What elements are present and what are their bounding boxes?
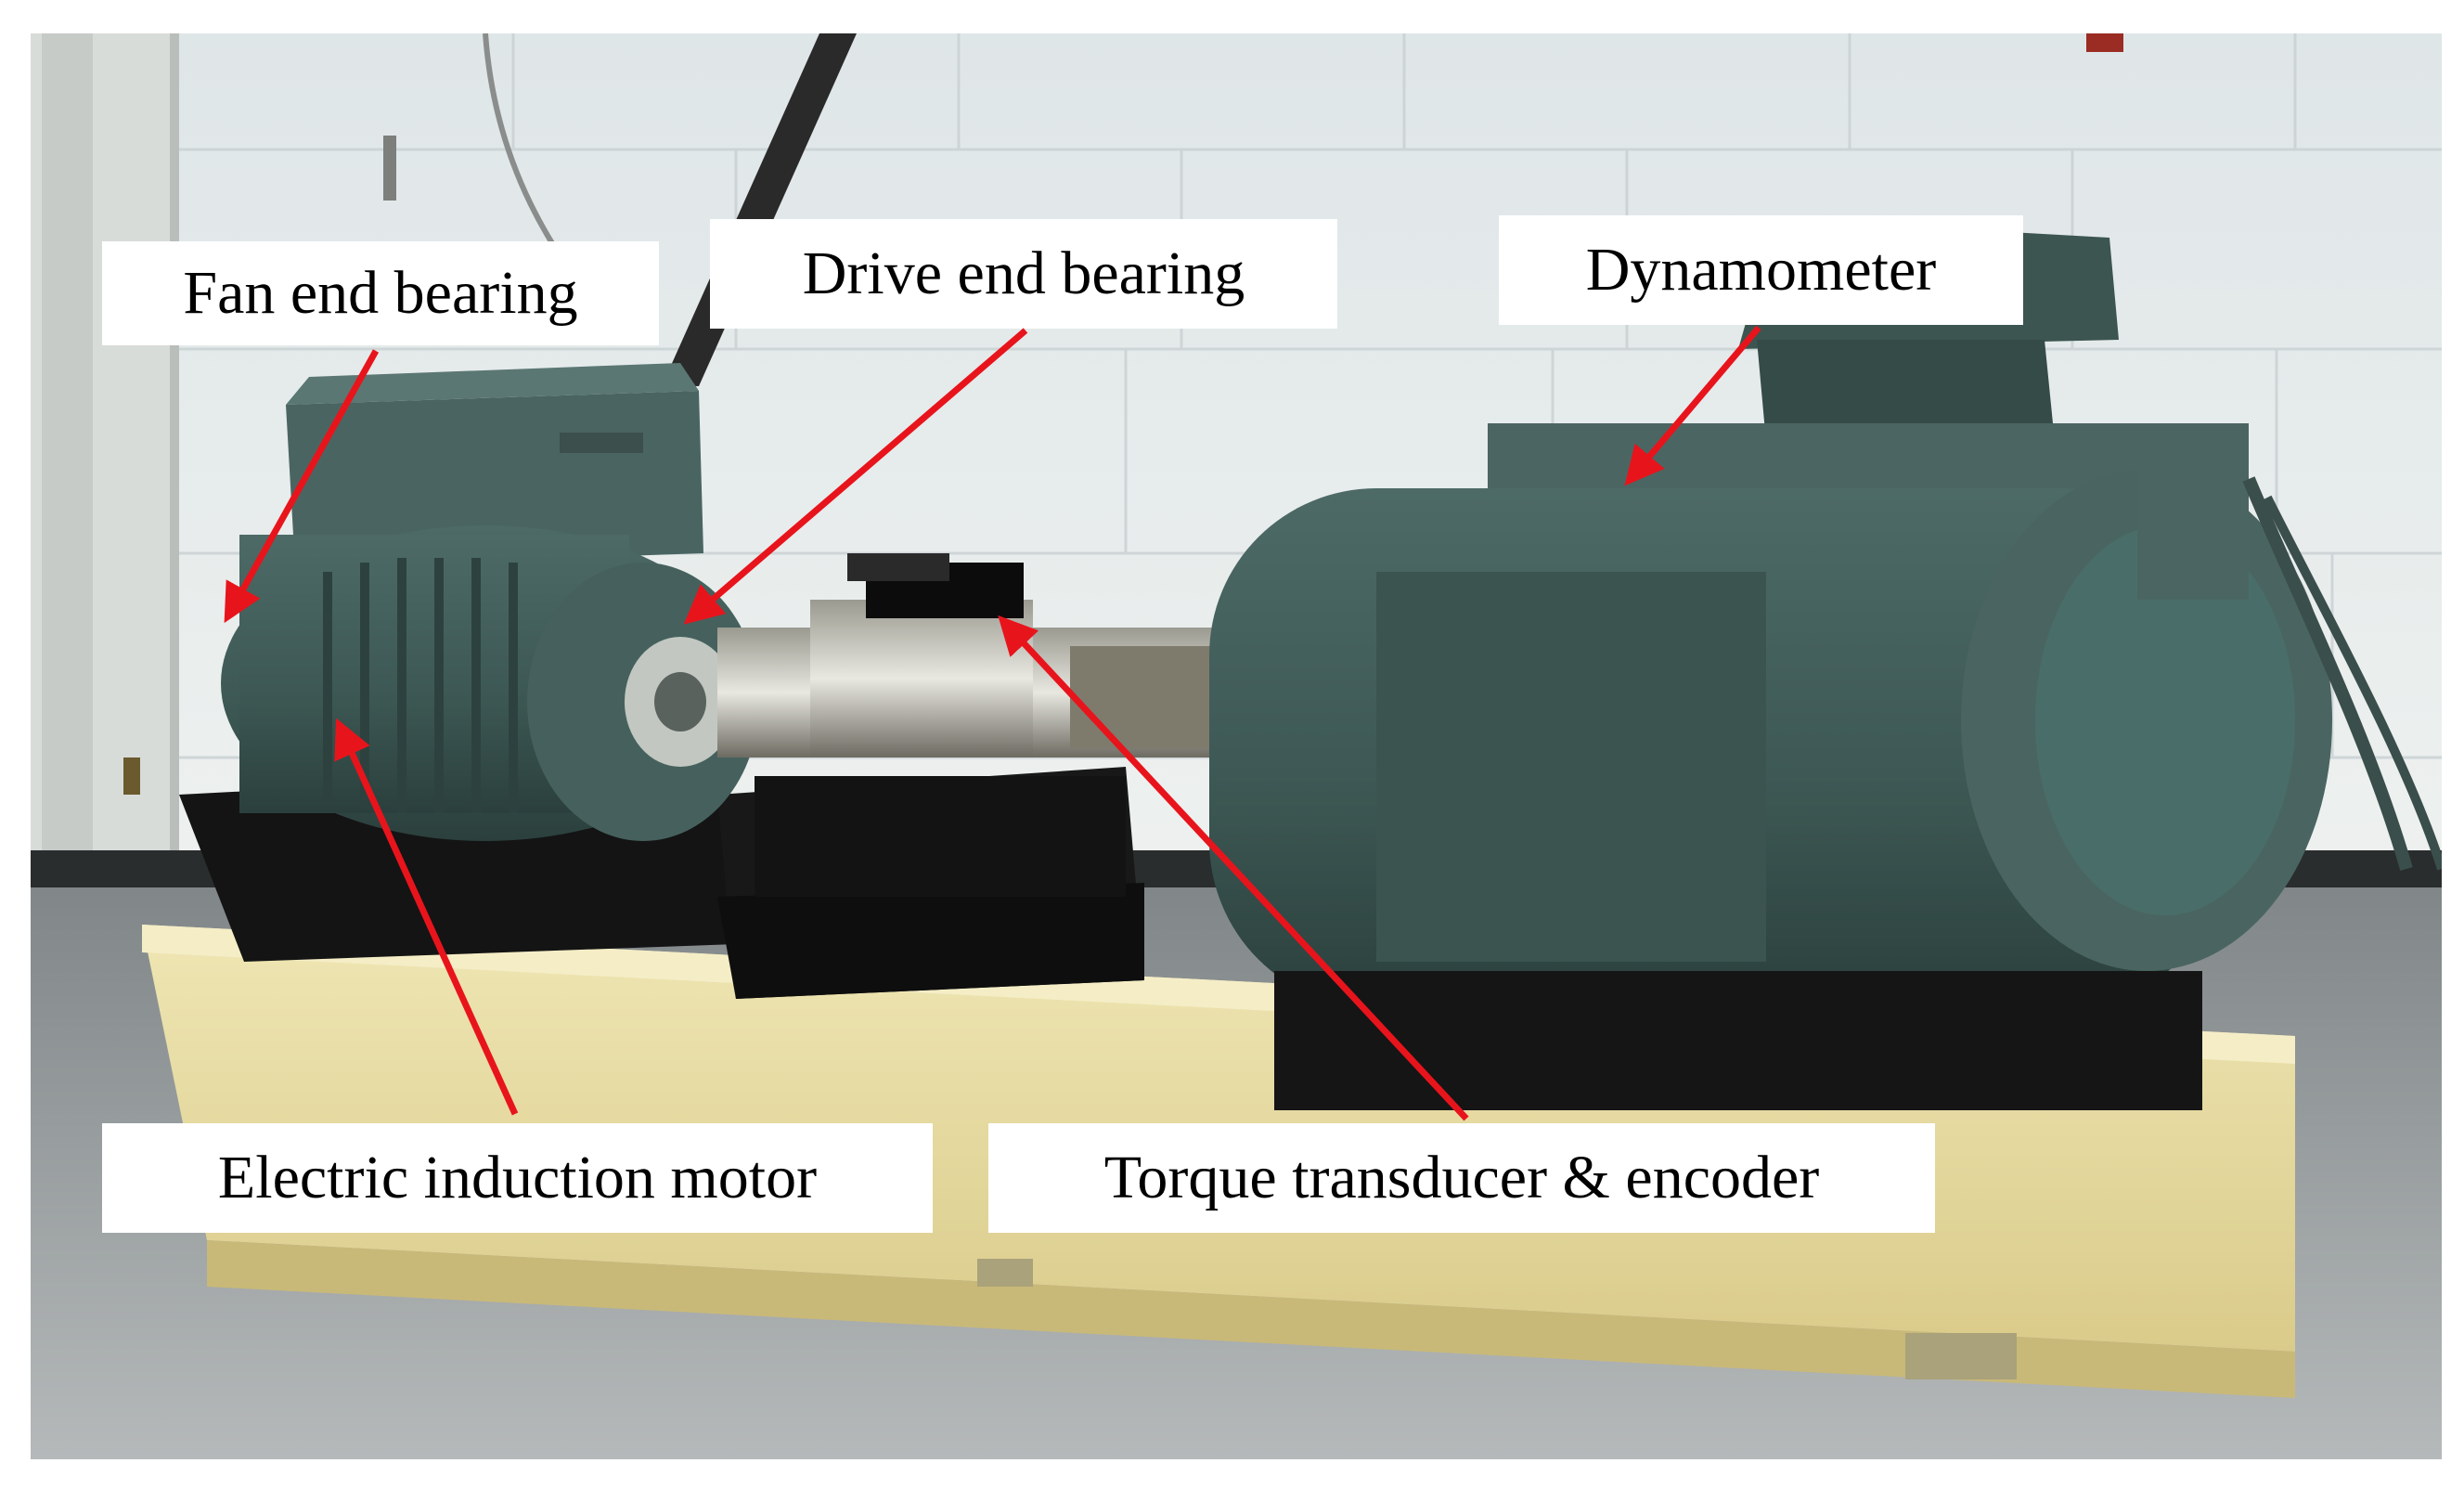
label-dynamometer: Dynamometer — [1499, 215, 2023, 325]
label-fan-end-bearing: Fan end bearing — [102, 241, 659, 345]
label-drive-end-bearing: Drive end bearing — [710, 219, 1337, 329]
label-electric-induction-motor: Electric induction motor — [102, 1123, 933, 1233]
label-torque-transducer-encoder: Torque transducer & encoder — [988, 1123, 1935, 1233]
induction-motor — [221, 363, 759, 841]
